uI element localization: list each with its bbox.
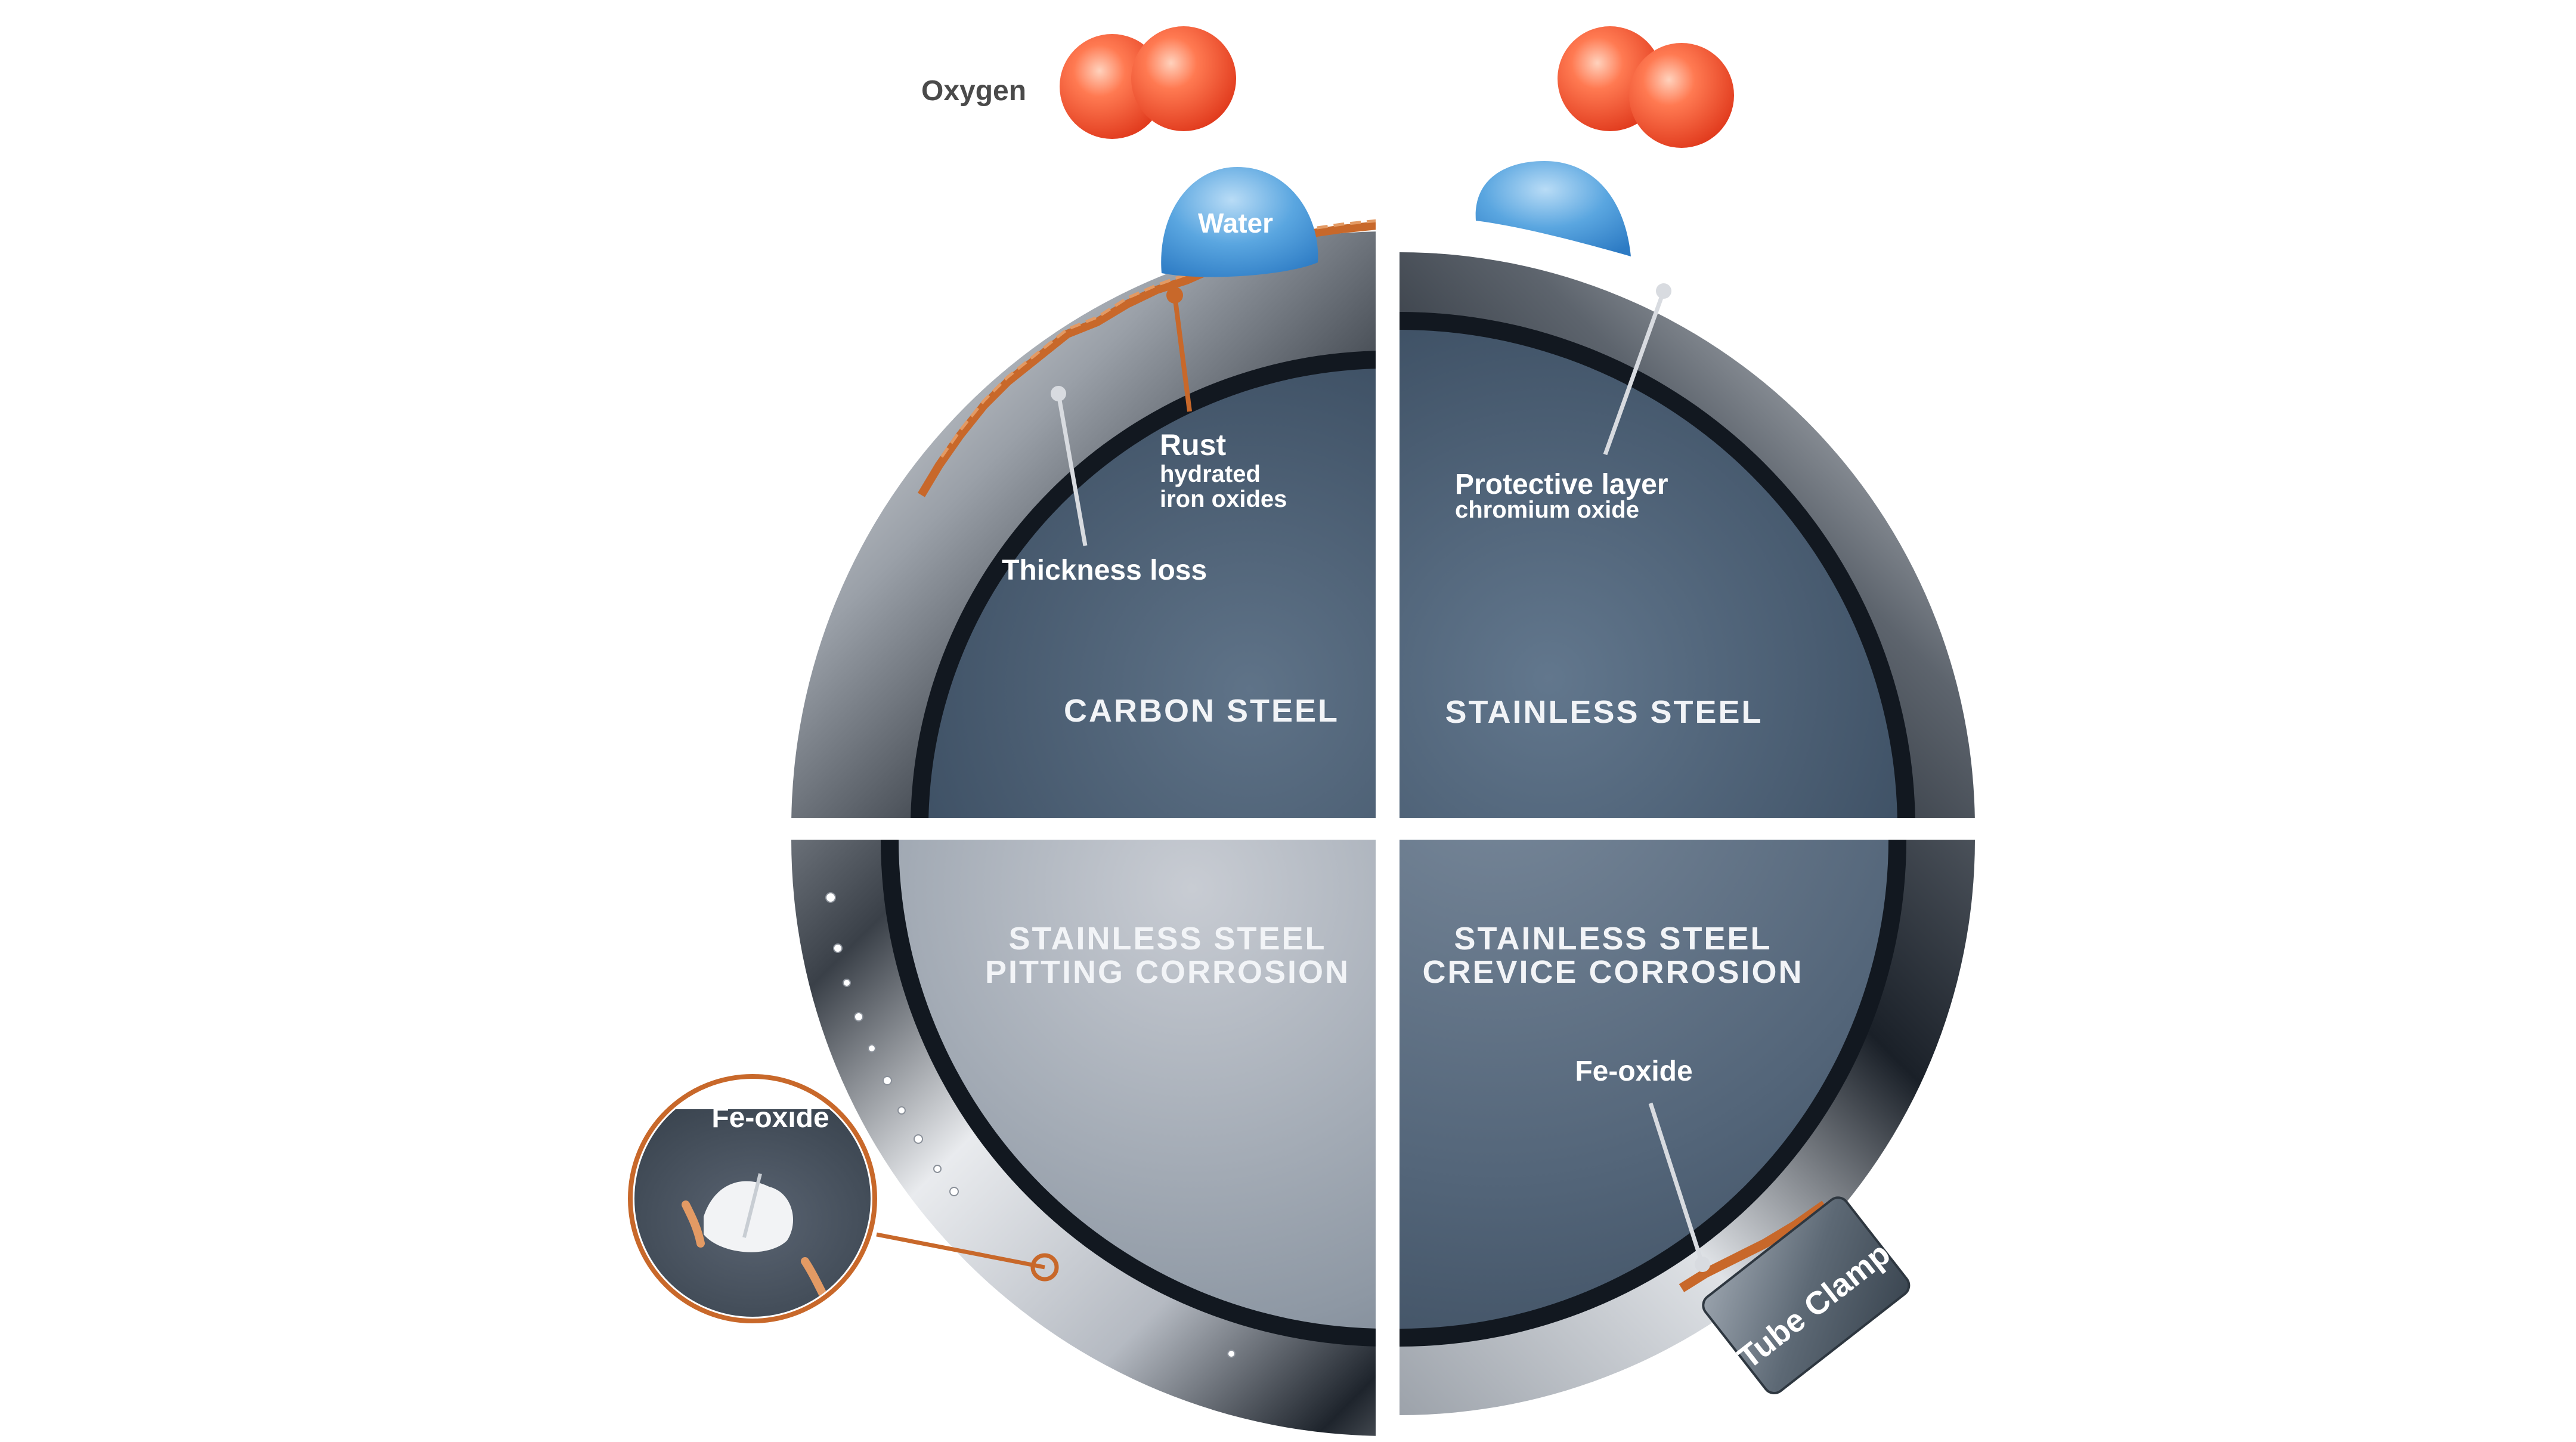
stainless-steel-title: STAINLESS STEEL	[1445, 694, 1763, 730]
protective-layer-sub: chromium oxide	[1455, 497, 1639, 523]
protective-layer-label: Protective layer	[1455, 469, 1668, 500]
pits	[825, 892, 1236, 1358]
pitting-title-line1: STAINLESS STEEL	[1008, 921, 1326, 957]
oxygen-label: Oxygen	[921, 75, 1026, 107]
horizontal-divider	[775, 818, 2027, 840]
rust-sub1: hydrated	[1160, 461, 1261, 487]
crevice-rust	[1679, 1200, 1828, 1292]
water-label: Water	[1198, 208, 1273, 239]
water-droplet-left	[1161, 167, 1318, 277]
crevice-title-line2: CREVICE CORROSION	[1422, 954, 1803, 990]
rust-label: Rust	[1160, 428, 1226, 462]
crevice-feoxide-pointer	[1648, 1102, 1705, 1265]
oxygen-molecule-left	[1060, 26, 1236, 139]
thickness-loss-label: Thickness loss	[1002, 555, 1207, 586]
quadrant-crevice-corrosion	[1400, 840, 1975, 1415]
protective-pointer	[1603, 290, 1666, 456]
water-droplet-right	[1475, 161, 1631, 256]
rust-sub2: iron oxides	[1160, 486, 1287, 512]
quadrant-stainless-steel	[1400, 252, 1975, 818]
thickness-pointer	[1056, 393, 1088, 546]
inset-feoxide-label: Fe-oxide	[711, 1102, 829, 1134]
rust-pointer	[1172, 295, 1192, 412]
quadrant-pitting-corrosion	[791, 840, 1376, 1436]
pitting-title-line2: PITTING CORROSION	[985, 954, 1350, 990]
pitting-inset: Fe-oxide	[628, 1074, 1059, 1323]
crevice-feoxide-label: Fe-oxide	[1575, 1056, 1692, 1087]
crevice-title-line1: STAINLESS STEEL	[1454, 921, 1772, 957]
oxygen-molecule-right	[1558, 26, 1734, 148]
carbon-steel-title: CARBON STEEL	[1064, 693, 1339, 729]
